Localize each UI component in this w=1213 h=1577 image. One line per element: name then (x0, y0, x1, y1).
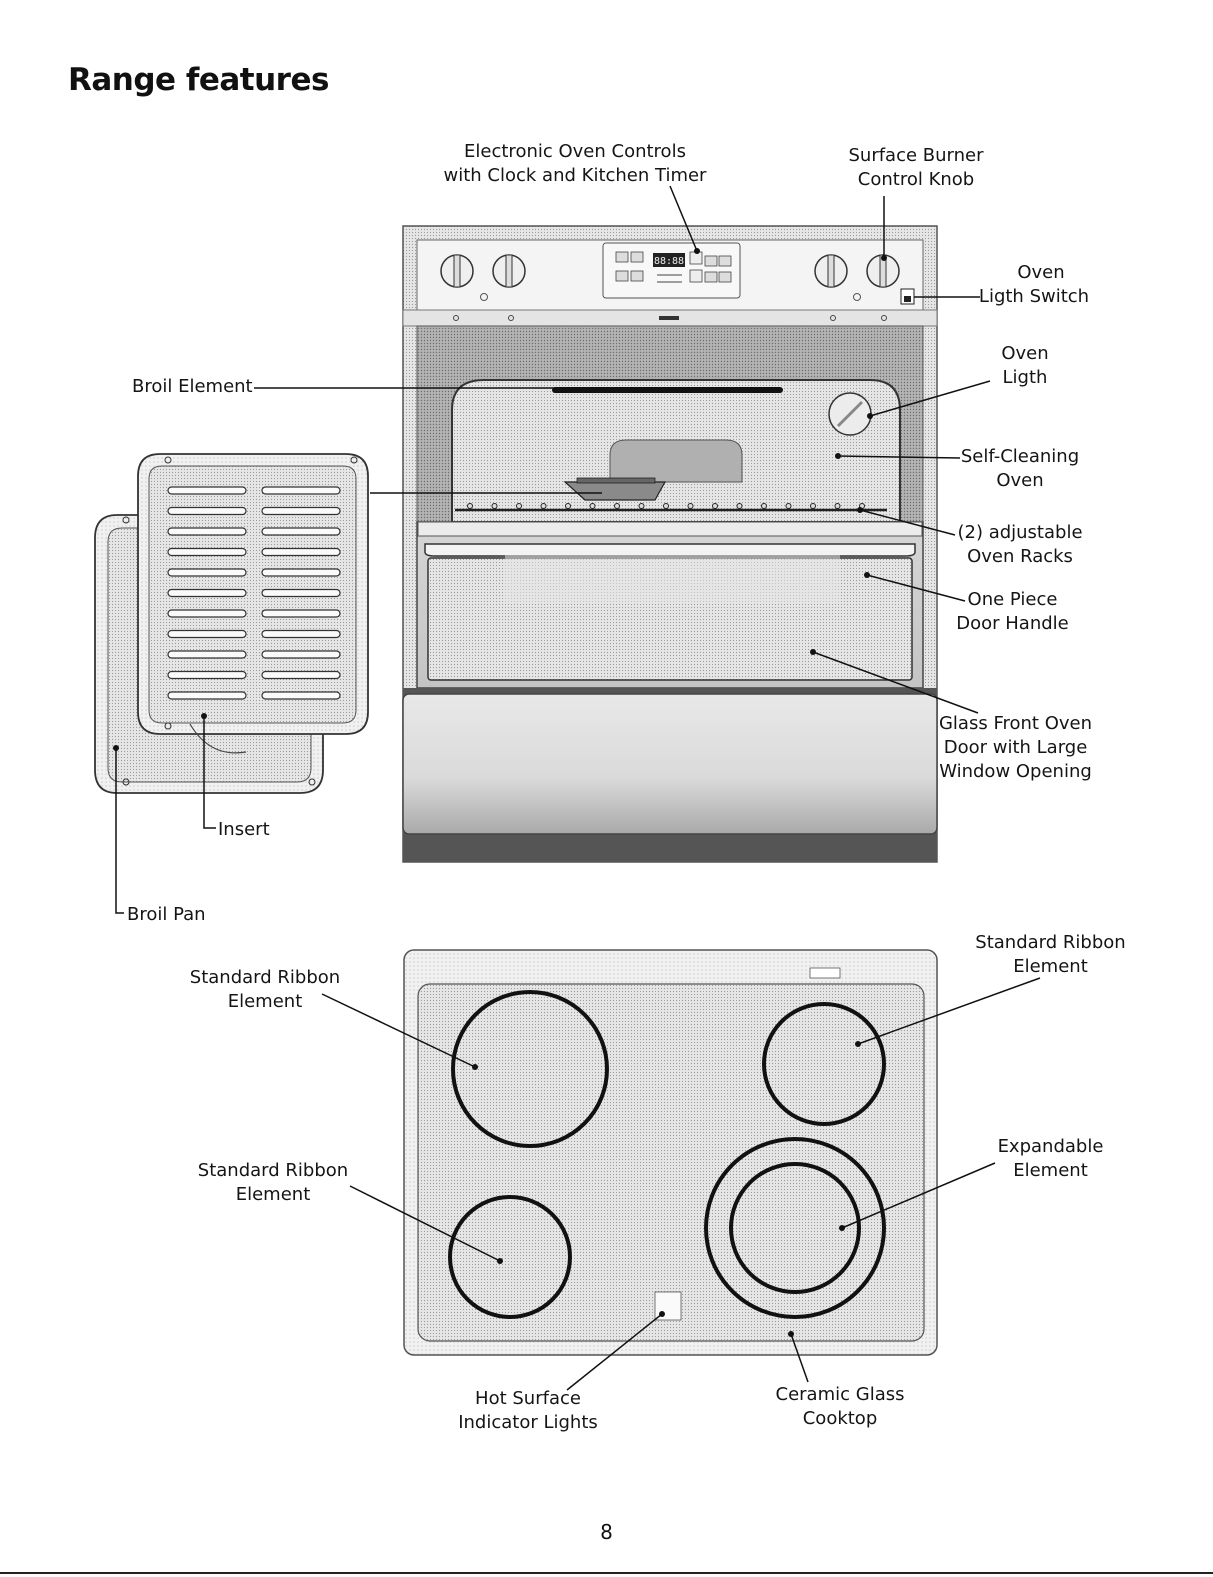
leader-lines (115, 185, 1041, 1391)
broil-pan-insert (137, 453, 369, 754)
rack-rod-end (491, 503, 498, 509)
insert-slot (167, 547, 247, 557)
knob-left-2[interactable] (492, 254, 526, 288)
insert-slot (261, 609, 341, 618)
insert-slot (167, 568, 247, 577)
page-title: Range features (68, 62, 329, 98)
rack-rod-end (467, 503, 473, 509)
insert-slot (261, 506, 341, 516)
rack-rod-end (785, 503, 792, 509)
insert-slot (261, 486, 341, 495)
insert-slot (261, 527, 341, 536)
rack-rod-end (761, 503, 767, 509)
insert-slot (167, 650, 247, 659)
rack-rod-end (663, 503, 669, 509)
label-broil-element: Broil Element (132, 376, 253, 397)
glass-front-oven-door (416, 521, 924, 689)
range-front: 88:88 (402, 225, 938, 863)
insert-slot (167, 486, 247, 495)
leader-dots (113, 248, 887, 1337)
insert-slot (167, 691, 247, 700)
ribbon-element-top-right (762, 1002, 886, 1126)
electronic-oven-controls[interactable]: 88:88 (602, 242, 741, 299)
knob-left-1[interactable] (440, 254, 474, 288)
ribbon-element-bottom-left (448, 1195, 572, 1319)
insert-slot (167, 506, 247, 516)
knob-right-1[interactable] (814, 254, 848, 288)
rack-rod-end (638, 503, 645, 509)
rack-rod-end (565, 503, 571, 509)
self-cleaning-oven-cavity (416, 325, 924, 523)
rack-rod-end (614, 503, 620, 509)
insert-slot (167, 527, 247, 536)
rack-rod-end (712, 503, 718, 509)
storage-drawer[interactable] (402, 688, 938, 862)
one-piece-door-handle[interactable] (424, 543, 916, 557)
insert-slot (261, 588, 341, 598)
oven-light-switch[interactable] (900, 288, 915, 305)
insert-slot (167, 670, 247, 680)
rack-rod-end (687, 503, 694, 509)
rack-rod-end (736, 503, 743, 509)
rack-rod-end (516, 503, 522, 509)
insert-slot (167, 629, 247, 639)
label-insert: Insert (218, 819, 270, 840)
ceramic-glass-cooktop (403, 949, 938, 1356)
clock-display: 88:88 (654, 256, 684, 267)
label-broil-pan: Broil Pan (127, 904, 206, 925)
oven-light (828, 392, 872, 436)
insert-slots (167, 486, 341, 700)
insert-slot (261, 629, 341, 639)
rack-rod-end (589, 503, 596, 509)
insert-slot (261, 568, 341, 577)
insert-slot (261, 650, 341, 659)
insert-slot (261, 691, 341, 700)
insert-slot (167, 588, 247, 598)
bottom-rule (0, 1572, 1213, 1574)
control-panel: 88:88 (402, 239, 938, 327)
insert-slot (167, 609, 247, 618)
surface-burner-control-knob[interactable] (866, 254, 900, 288)
rack-rod-end (810, 503, 816, 509)
page-number: 8 (600, 1520, 613, 1544)
rack-rod-end (540, 503, 547, 509)
rack-rod-end (834, 503, 841, 509)
rack-rod-ends (467, 503, 865, 509)
insert-slot (261, 547, 341, 557)
expandable-element (704, 1137, 886, 1319)
ribbon-element-top-left (451, 990, 609, 1148)
insert-slot (261, 670, 341, 680)
